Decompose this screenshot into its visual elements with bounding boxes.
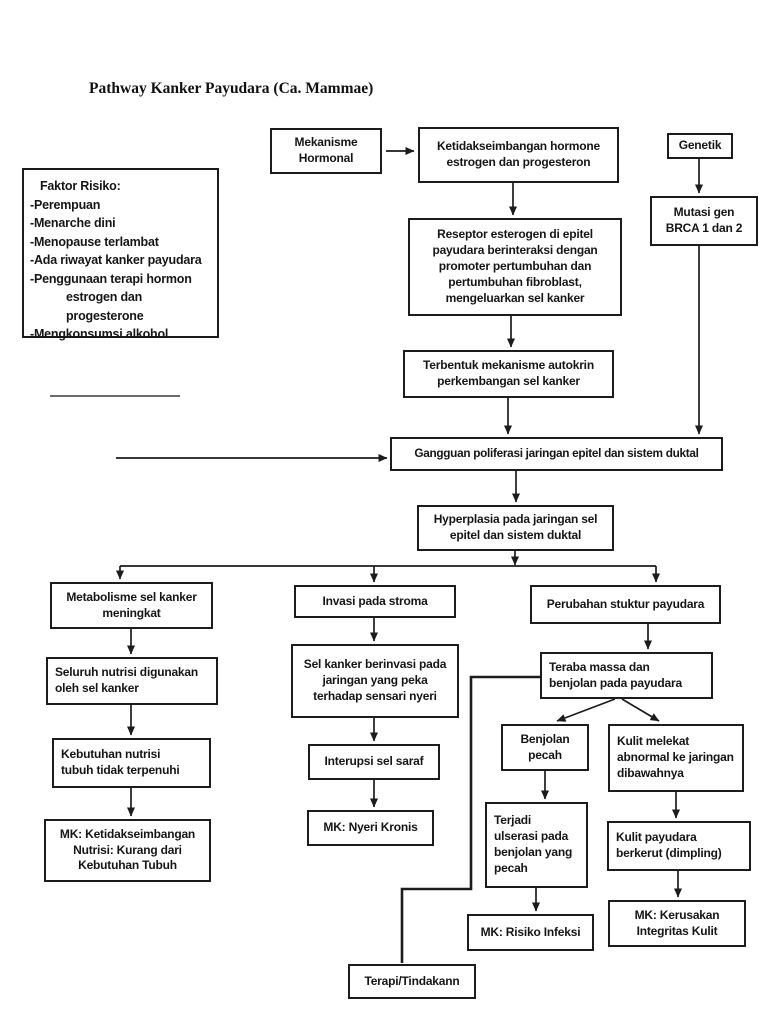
node-metabolisme-meningkat: Metabolisme sel kanker meningkat — [50, 582, 213, 629]
node-kebutuhan-nutrisi: Kebutuhan nutrisi tubuh tidak terpenuhi — [52, 738, 211, 788]
node-mk-risiko-infeksi: MK: Risiko Infeksi — [467, 914, 594, 951]
node-genetik: Genetik — [667, 133, 733, 159]
node-terapi-tindakan: Terapi/Tindakann — [348, 964, 476, 999]
node-mekanisme-hormonal: Mekanisme Hormonal — [270, 128, 382, 174]
node-interupsi-sel-saraf: Interupsi sel saraf — [308, 744, 440, 780]
edge-teraba-kulit-melekat — [621, 698, 660, 722]
risk-factor-item: -Menopause terlambat — [30, 234, 159, 249]
node-mutasi-gen-brca: Mutasi gen BRCA 1 dan 2 — [650, 196, 758, 246]
node-teraba-massa: Teraba massa dan benjolan pada payudara — [540, 652, 713, 699]
node-mk-ketidakseimbangan-nutrisi: MK: Ketidakseimbangan Nutrisi: Kurang da… — [44, 819, 211, 882]
risk-factor-item: -Ada riwayat kanker payudara — [30, 253, 202, 267]
node-ketidakseimbangan-hormone: Ketidakseimbangan hormone estrogen dan p… — [418, 127, 619, 183]
node-mekanisme-autokrin: Terbentuk mekanisme autokrin perkembanga… — [403, 350, 614, 398]
node-gangguan-poliferasi: Gangguan poliferasi jaringan epitel dan … — [390, 437, 723, 471]
risk-factor-item: -Menarche dini — [30, 216, 116, 230]
node-benjolan-pecah: Benjolan pecah — [501, 724, 589, 771]
node-mk-kerusakan-integritas-kulit: MK: Kerusakan Integritas Kulit — [608, 900, 746, 947]
node-mk-nyeri-kronis: MK: Nyeri Kronis — [307, 810, 434, 846]
node-hyperplasia: Hyperplasia pada jaringan sel epitel dan… — [417, 505, 614, 551]
risk-factor-item: -Mengkonsumsi alkohol — [30, 327, 169, 341]
risk-factor-item: estrogen dan progesterone — [66, 290, 144, 323]
node-sel-kanker-berinvasi: Sel kanker berinvasi pada jaringan yang … — [291, 644, 459, 718]
node-perubahan-struktur: Perubahan stuktur payudara — [530, 585, 721, 624]
page-title: Pathway Kanker Payudara (Ca. Mammae) — [89, 80, 374, 97]
node-invasi-stroma: Invasi pada stroma — [294, 585, 456, 618]
edge-teraba-benjolan — [556, 698, 616, 722]
node-reseptor-esterogen: Reseptor esterogen di epitel payudara be… — [408, 218, 622, 316]
node-terjadi-ulserasi: Terjadi ulserasi pada benjolan yang peca… — [485, 802, 588, 888]
risk-factors-heading: Faktor Risiko: — [40, 179, 121, 193]
node-kulit-melekat: Kulit melekat abnormal ke jaringan dibaw… — [608, 724, 744, 792]
node-seluruh-nutrisi: Seluruh nutrisi digunakan oleh sel kanke… — [46, 657, 218, 705]
risk-factor-item: -Perempuan — [30, 197, 101, 212]
risk-factor-item: -Penggunaan terapi hormon — [30, 271, 192, 286]
risk-factors-box: Faktor Risiko: -Perempuan -Menarche dini… — [22, 168, 219, 341]
node-kulit-payudara-berkerut: Kulit payudara berkerut (dimpling) — [607, 821, 751, 871]
